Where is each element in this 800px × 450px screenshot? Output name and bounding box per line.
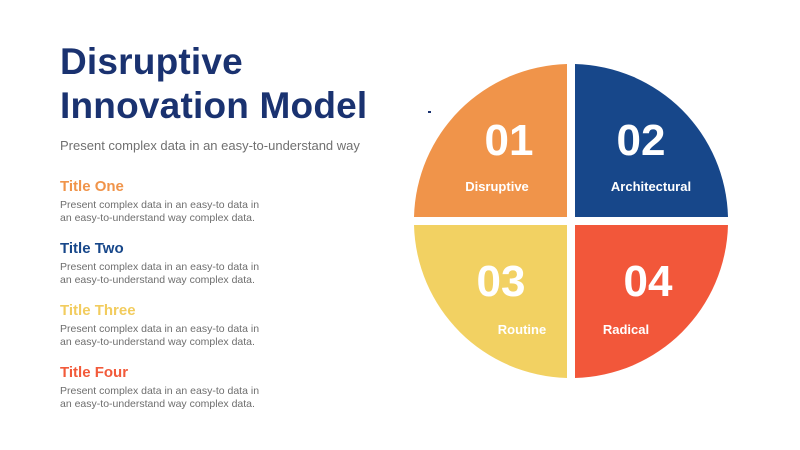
item-title-four: Title Four	[60, 364, 129, 381]
item-desc-line: Present complex data in an easy-to data …	[60, 261, 260, 273]
item-desc-line: an easy-to-understand way complex data.	[60, 335, 255, 348]
list-item-two: Title Two Present complex data in an eas…	[60, 239, 300, 301]
quadrant-03-shape	[414, 225, 567, 378]
item-desc-one: Present complex data in an easy-to data …	[60, 199, 300, 224]
title-line-1: Disruptive	[60, 41, 243, 82]
page-title: Disruptive Innovation Model	[60, 40, 367, 128]
quadrant-02-shape	[575, 64, 728, 217]
title-line-2: Innovation Model	[60, 85, 368, 126]
item-desc-line: Present complex data in an easy-to data …	[60, 323, 260, 335]
quadrant-03-label: Routine	[498, 322, 546, 337]
quadrant-04-number: 04	[624, 257, 673, 306]
item-desc-line: an easy-to-understand way complex data.	[60, 273, 255, 286]
quadrant-01-number: 01	[485, 116, 534, 165]
quadrant-diagram: 01 Disruptive 02 Architectural 03 Routin…	[412, 62, 730, 380]
quadrant-01-shape	[414, 64, 567, 217]
quadrant-04-label: Radical	[603, 322, 649, 337]
item-desc-line: Present complex data in an easy-to data …	[60, 199, 260, 211]
item-desc-line: an easy-to-understand way complex data.	[60, 397, 255, 410]
item-list: Title One Present complex data in an eas…	[60, 177, 300, 425]
list-item-three: Title Three Present complex data in an e…	[60, 301, 300, 363]
quadrant-04-shape	[575, 225, 728, 378]
item-title-two: Title Two	[60, 240, 124, 257]
item-title-three: Title Three	[60, 302, 136, 319]
quadrant-02-number: 02	[617, 116, 666, 165]
quadrant-circle-svg: 01 Disruptive 02 Architectural 03 Routin…	[414, 64, 728, 378]
list-item-one: Title One Present complex data in an eas…	[60, 177, 300, 239]
item-title-one: Title One	[60, 178, 124, 195]
quadrant-02-label: Architectural	[611, 179, 691, 194]
quadrant-01-label: Disruptive	[465, 179, 529, 194]
item-desc-two: Present complex data in an easy-to data …	[60, 261, 300, 286]
item-desc-four: Present complex data in an easy-to data …	[60, 385, 300, 410]
decorative-dot	[428, 111, 431, 113]
page-subtitle: Present complex data in an easy-to-under…	[60, 138, 360, 153]
item-desc-three: Present complex data in an easy-to data …	[60, 323, 300, 348]
item-desc-line: Present complex data in an easy-to data …	[60, 385, 260, 397]
item-desc-line: an easy-to-understand way complex data.	[60, 211, 255, 224]
list-item-four: Title Four Present complex data in an ea…	[60, 363, 300, 425]
quadrant-03-number: 03	[477, 257, 526, 306]
